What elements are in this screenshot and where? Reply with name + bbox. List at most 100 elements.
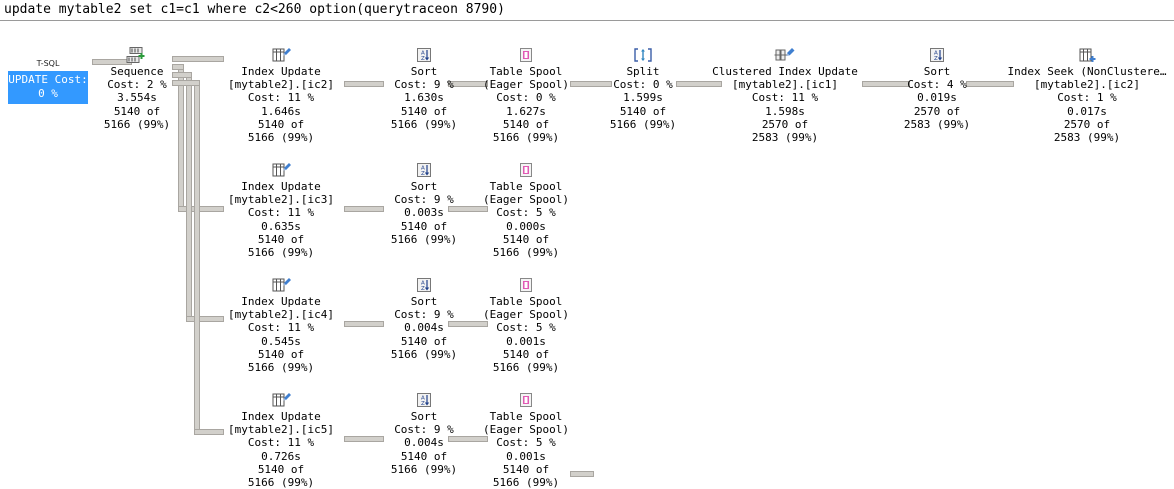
node-sort-1[interactable]: A Z Sort Cost: 9 % 1.630s 5140 of 5166 (…	[381, 47, 467, 131]
node-index-seek[interactable]: Index Seek (NonClustere… [mytable2].[ic2…	[1000, 47, 1174, 144]
node-time: 0.001s	[506, 449, 546, 463]
node-cost: Cost: 5 %	[496, 436, 556, 450]
node-operation: Sort	[410, 295, 438, 308]
node-cost: Cost: 0 %	[38, 73, 88, 100]
connector-partial-bottom	[570, 471, 594, 477]
node-table-spool-3[interactable]: Table Spool (Eager Spool) Cost: 5 % 0.00…	[471, 277, 581, 374]
node-index-update-ic3[interactable]: Index Update [mytable2].[ic3] Cost: 11 %…	[216, 162, 346, 259]
node-time: 1.646s	[261, 104, 301, 118]
index-update-icon	[270, 47, 292, 64]
node-index-update-ic4[interactable]: Index Update [mytable2].[ic4] Cost: 11 %…	[216, 277, 346, 374]
node-operation: Index Update	[241, 180, 321, 193]
node-operation: Clustered Index Update	[712, 65, 858, 78]
connector-seq-join2	[172, 64, 184, 70]
connector-seq-row2-h	[178, 206, 224, 212]
node-rows-estimated: 5166 (99%)	[390, 117, 458, 131]
node-rows-actual: 5140 of	[400, 334, 448, 348]
table-spool-icon	[515, 277, 537, 294]
node-index-update-ic2[interactable]: Index Update [mytable2].[ic2] Cost: 11 %…	[216, 47, 346, 144]
svg-text:A: A	[421, 166, 425, 172]
node-rows-actual: 5140 of	[400, 219, 448, 233]
node-time: 0.635s	[261, 219, 301, 233]
sort-icon: A Z	[413, 47, 435, 64]
svg-text:A: A	[421, 396, 425, 402]
node-rows-actual: 2570 of	[1063, 117, 1111, 131]
connector-seq-join3	[172, 72, 192, 78]
node-rows-estimated: 2583 (99%)	[903, 117, 971, 131]
connector-sort3-spool3	[448, 321, 488, 327]
connector-seq-row4-v	[194, 80, 200, 435]
table-spool-icon	[515, 392, 537, 409]
node-cost: Cost: 11 %	[247, 436, 315, 450]
node-time: 0.545s	[261, 334, 301, 348]
node-table-spool-4[interactable]: Table Spool (Eager Spool) Cost: 5 % 0.00…	[471, 392, 581, 489]
connector-sort1-spool1	[448, 81, 488, 87]
node-rows-actual: 5140 of	[502, 117, 550, 131]
node-rows-estimated: 5166 (99%)	[390, 232, 458, 246]
index-update-icon	[270, 277, 292, 294]
node-cost: Cost: 1 %	[1057, 91, 1117, 105]
index-update-icon	[270, 162, 292, 179]
node-rows-estimated: 5166 (99%)	[492, 246, 560, 260]
sort-icon: A Z	[926, 47, 948, 64]
table-spool-icon	[515, 47, 537, 64]
node-cost: Cost: 0 %	[496, 91, 556, 105]
node-rows-actual: 5140 of	[257, 232, 305, 246]
sort-icon: A Z	[413, 277, 435, 294]
node-rows-actual: 5140 of	[257, 347, 305, 361]
node-time: 0.019s	[917, 91, 957, 105]
node-operation: Table Spool	[489, 410, 563, 423]
node-cost: Cost: 5 %	[496, 321, 556, 335]
node-table-spool-1[interactable]: Table Spool (Eager Spool) Cost: 0 % 1.62…	[471, 47, 581, 144]
node-cost: Cost: 9 %	[394, 308, 454, 322]
node-index-update-ic5[interactable]: Index Update [mytable2].[ic5] Cost: 11 %…	[216, 392, 346, 489]
node-rows-estimated: 5166 (99%)	[492, 361, 560, 375]
execution-plan-canvas[interactable]: T-SQL UPDATE Cost: 0 % Sequence Cost: 2 …	[0, 21, 1174, 489]
node-time: 0.000s	[506, 219, 546, 233]
node-clustered-index-update[interactable]: Clustered Index Update [mytable2].[ic1] …	[708, 47, 862, 144]
split-icon	[632, 47, 654, 64]
node-operation: Sort	[410, 410, 438, 423]
node-operation: Table Spool	[489, 65, 563, 78]
index-seek-icon	[1076, 47, 1098, 64]
node-rows-actual: 2570 of	[761, 117, 809, 131]
node-sort-4[interactable]: A Z Sort Cost: 9 % 0.004s 5140 of 5166 (…	[381, 392, 467, 476]
node-cost: Cost: 11 %	[247, 206, 315, 220]
node-time: 3.554s	[117, 91, 157, 105]
node-operation: Index Update	[241, 410, 321, 423]
connector-idxupd3-sort2	[344, 206, 384, 212]
node-object: [mytable2].[ic2]	[228, 78, 334, 92]
node-time: 1.627s	[506, 104, 546, 118]
tsql-label: T-SQL	[36, 59, 60, 68]
update-node-box[interactable]: UPDATE Cost: 0 %	[8, 71, 88, 104]
node-split[interactable]: Split Cost: 0 % 1.599s 5140 of 5166 (99%…	[598, 47, 688, 131]
node-update-root[interactable]: T-SQL UPDATE Cost: 0 %	[8, 59, 88, 104]
svg-text:A: A	[421, 51, 425, 57]
node-sort-right[interactable]: A Z Sort Cost: 4 % 0.019s 2570 of 2583 (…	[894, 47, 980, 131]
node-rows-estimated: 5166 (99%)	[247, 361, 315, 375]
node-cost: Cost: 4 %	[907, 78, 967, 92]
node-cost: Cost: 11 %	[751, 91, 819, 105]
node-sort-2[interactable]: A Z Sort Cost: 9 % 0.003s 5140 of 5166 (…	[381, 162, 467, 246]
connector-sort4-spool4	[448, 436, 488, 442]
node-operation: Sort	[410, 180, 438, 193]
node-object: (Eager Spool)	[482, 193, 570, 207]
connector-seq-row4-h	[194, 429, 224, 435]
node-operation: Index Update	[241, 65, 321, 78]
node-time: 0.017s	[1067, 104, 1107, 118]
node-rows-estimated: 5166 (99%)	[390, 347, 458, 361]
node-time: 1.598s	[765, 104, 805, 118]
connector-idxupd4-sort3	[344, 321, 384, 327]
node-time: 0.003s	[404, 206, 444, 220]
node-sort-3[interactable]: A Z Sort Cost: 9 % 0.004s 5140 of 5166 (…	[381, 277, 467, 361]
node-operation: Sort	[923, 65, 951, 78]
node-sequence[interactable]: Sequence Cost: 2 % 3.554s 5140 of 5166 (…	[82, 47, 192, 131]
node-time: 0.004s	[404, 436, 444, 450]
node-cost: Cost: 9 %	[394, 193, 454, 207]
node-rows-actual: 5140 of	[400, 104, 448, 118]
node-cost: Cost: 11 %	[247, 91, 315, 105]
node-table-spool-2[interactable]: Table Spool (Eager Spool) Cost: 5 % 0.00…	[471, 162, 581, 259]
node-rows-estimated: 5166 (99%)	[247, 246, 315, 260]
node-operation: Sequence	[110, 65, 164, 78]
svg-text:A: A	[934, 51, 938, 57]
